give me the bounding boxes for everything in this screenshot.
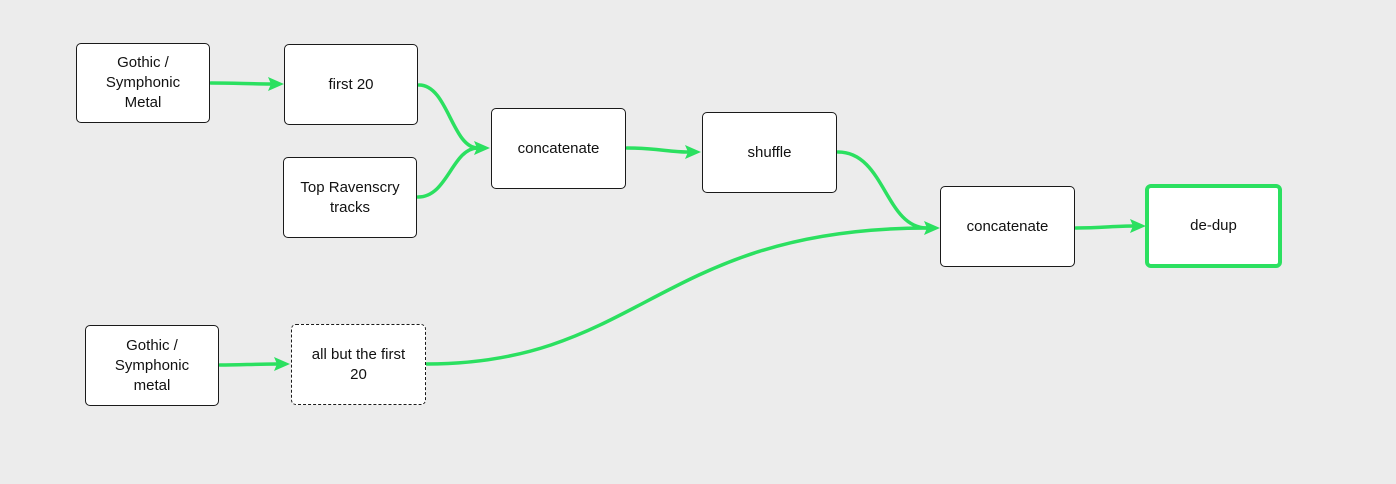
node-shuffle[interactable]: shuffle	[702, 112, 837, 193]
edge-concatenate-2-to-de-dup	[1074, 224, 1135, 230]
node-all-but-the-first-20[interactable]: all but the first 20	[291, 324, 426, 405]
node-label: de-dup	[1190, 217, 1237, 234]
edge-all-but-first-20-to-concatenate-2	[425, 226, 929, 366]
node-concatenate-2[interactable]: concatenate	[940, 186, 1075, 267]
edge-first-20-to-concatenate	[417, 83, 480, 150]
node-label: Gothic / Symphonic metal	[114, 336, 190, 394]
arrowhead-shuffle	[685, 145, 701, 159]
node-label: Top Ravenscry tracks	[300, 178, 400, 216]
edge-gothic-metal-to-first-20	[209, 81, 273, 86]
node-concatenate-1[interactable]: concatenate	[491, 108, 626, 189]
node-label: all but the first 20	[311, 345, 406, 383]
node-label: concatenate	[966, 217, 1049, 235]
node-first-20[interactable]: first 20	[284, 44, 418, 125]
node-top-ravenscry-tracks[interactable]: Top Ravenscry tracks	[283, 157, 417, 238]
edge-ravenscry-to-concatenate	[416, 146, 480, 199]
arrowhead-all-but-first-20	[274, 357, 290, 371]
edge-concatenate-to-shuffle	[625, 146, 690, 154]
arrowhead-concatenate-2	[924, 221, 940, 235]
arrowhead-first-20	[268, 77, 284, 91]
edge-gothic-metal-2-to-all-but-first-20	[218, 362, 279, 367]
node-gothic-symphonic-metal-2[interactable]: Gothic / Symphonic metal	[85, 325, 219, 406]
node-label: Gothic / Symphonic Metal	[105, 54, 181, 111]
edge-shuffle-to-concatenate-2	[836, 150, 929, 230]
node-label: first 20	[328, 75, 374, 93]
node-label: concatenate	[517, 139, 600, 157]
arrowhead-de-dup	[1130, 219, 1146, 233]
node-de-dup[interactable]: de-dup	[1145, 184, 1282, 268]
arrowhead-concatenate-1-a	[474, 141, 490, 155]
node-label: shuffle	[747, 143, 792, 161]
node-gothic-symphonic-metal[interactable]: Gothic / Symphonic Metal	[76, 43, 210, 123]
